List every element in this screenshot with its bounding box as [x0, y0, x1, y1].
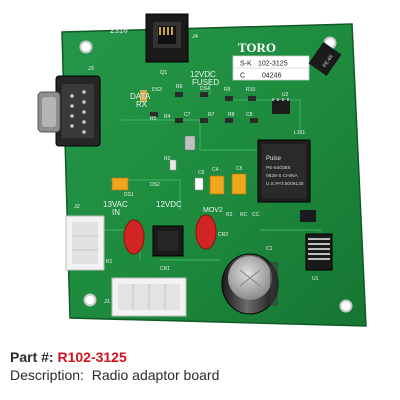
silk-ds4: DS4 — [200, 86, 210, 92]
silk-r5: R5 — [150, 116, 157, 122]
description-label: Description: — [10, 367, 84, 383]
label-key-1: S-K — [240, 61, 252, 68]
silk-12vdc: 12VDC — [156, 200, 182, 209]
silk-r1: R1 — [106, 259, 113, 265]
silk-rx: RX — [136, 100, 148, 109]
silk-r7: R7 — [208, 112, 215, 118]
part-label: Part #: — [10, 349, 54, 365]
description-line: Description: Radio adaptor board — [10, 366, 390, 384]
silk-r8: R8 — [228, 112, 235, 118]
silk-ds3: DS3 — [152, 87, 162, 93]
silk-r4: R4 — [164, 114, 171, 120]
white-connector-j2 — [65, 215, 105, 271]
silk-rc: RC — [240, 212, 248, 218]
silk-fused-1: 12VDC — [190, 70, 216, 79]
label-value-1: 102-3125 — [258, 61, 288, 68]
silk-r3: R3 — [226, 212, 233, 218]
silk-j3: J3 — [88, 66, 94, 72]
electrolytic-capacitor-c1 — [221, 253, 279, 315]
board-serial-number: 2318 — [110, 25, 129, 35]
silk-q1: Q1 — [160, 70, 167, 76]
toro-label-sticker: S-K 102-3125 C 04246 — [232, 55, 310, 81]
description-text: Radio adaptor board — [91, 367, 220, 383]
silk-j1: J1 — [104, 299, 110, 305]
pulse-inductor: Pulse PE-54038S 0828-S CHINA U.S.PAT.500… — [257, 139, 311, 203]
mounting-hole — [339, 299, 353, 313]
silk-ds2: DS2 — [150, 182, 160, 188]
db9-connector-j3 — [37, 75, 101, 147]
silk-u2: U2 — [282, 92, 289, 98]
silk-in: IN — [112, 208, 120, 217]
part-number-line: Part #: R102-3125 — [10, 348, 390, 366]
silk-c6: C6 — [198, 170, 205, 176]
small-components-upper — [140, 90, 290, 171]
bridge-rectifier-cr1 — [152, 225, 184, 257]
silk-cr1: CR1 — [160, 266, 170, 272]
label-value-2: 04246 — [262, 73, 282, 80]
silk-c8: C8 — [246, 112, 253, 118]
white-connector-j1 — [111, 277, 187, 317]
inductor-text-3: U.S.PAT.5009130 — [266, 181, 304, 187]
silk-data: DATA — [130, 92, 151, 101]
inductor-text-2: 0828-S CHINA — [266, 173, 299, 179]
silk-r2: R2 — [164, 156, 171, 162]
label-key-2: C — [240, 73, 245, 80]
silk-u1: U1 — [312, 276, 319, 282]
ic-u1 — [305, 233, 333, 271]
silkscreen-labels: J4 J3 Q1 12VDC FUSED DATA RX DS3 R6 DS4 … — [74, 34, 319, 305]
part-number: R102-3125 — [57, 349, 127, 365]
silk-c4: C4 — [212, 167, 219, 173]
silk-j2: J2 — [74, 204, 80, 210]
inductor-text-1: PE-54038S — [266, 165, 291, 171]
silk-ds1: DS1 — [124, 192, 134, 198]
silk-fused-2: FUSED — [192, 78, 219, 87]
red-varistors — [123, 214, 217, 255]
silk-c7: C7 — [184, 112, 191, 118]
silk-r10: R10 — [246, 87, 255, 93]
silk-r6: R6 — [176, 84, 183, 90]
silk-13vac: 13VAC — [103, 200, 128, 209]
silk-cc: CC — [252, 212, 260, 218]
silk-c5: C5 — [236, 166, 243, 172]
mounting-hole — [83, 293, 97, 307]
tantalum-capacitors — [111, 173, 247, 195]
silk-r9: R9 — [224, 87, 231, 93]
square-component: PE-65 — [308, 42, 342, 76]
silk-j4: J4 — [192, 34, 198, 40]
silk-c1: C1 — [266, 246, 273, 252]
silk-cr2: CR2 — [218, 232, 228, 238]
inductor-brand: Pulse — [266, 156, 282, 162]
silk-l161: L161 — [294, 130, 305, 136]
small-ic — [300, 210, 316, 222]
silk-mov2: MOV2 — [203, 207, 223, 214]
toro-brand-logo: TORO — [238, 40, 276, 55]
mounting-hole — [79, 40, 93, 54]
rj-connector-j4 — [145, 13, 189, 63]
